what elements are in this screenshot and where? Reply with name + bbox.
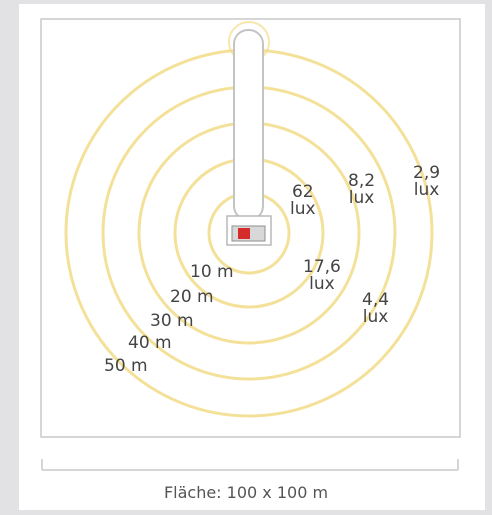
distance-label-50m: 50 m	[104, 356, 148, 376]
area-scale-bar	[41, 459, 459, 471]
distance-label-10m: 10 m	[190, 262, 234, 282]
area-border	[40, 18, 461, 438]
distance-label-40m: 40 m	[128, 333, 172, 353]
area-caption: Fläche: 100 x 100 m	[163, 483, 329, 502]
distance-label-30m: 30 m	[150, 311, 194, 331]
lamp-pole	[233, 29, 264, 221]
distance-label-20m: 20 m	[170, 287, 214, 307]
lamp-fixture-icon	[226, 215, 272, 246]
